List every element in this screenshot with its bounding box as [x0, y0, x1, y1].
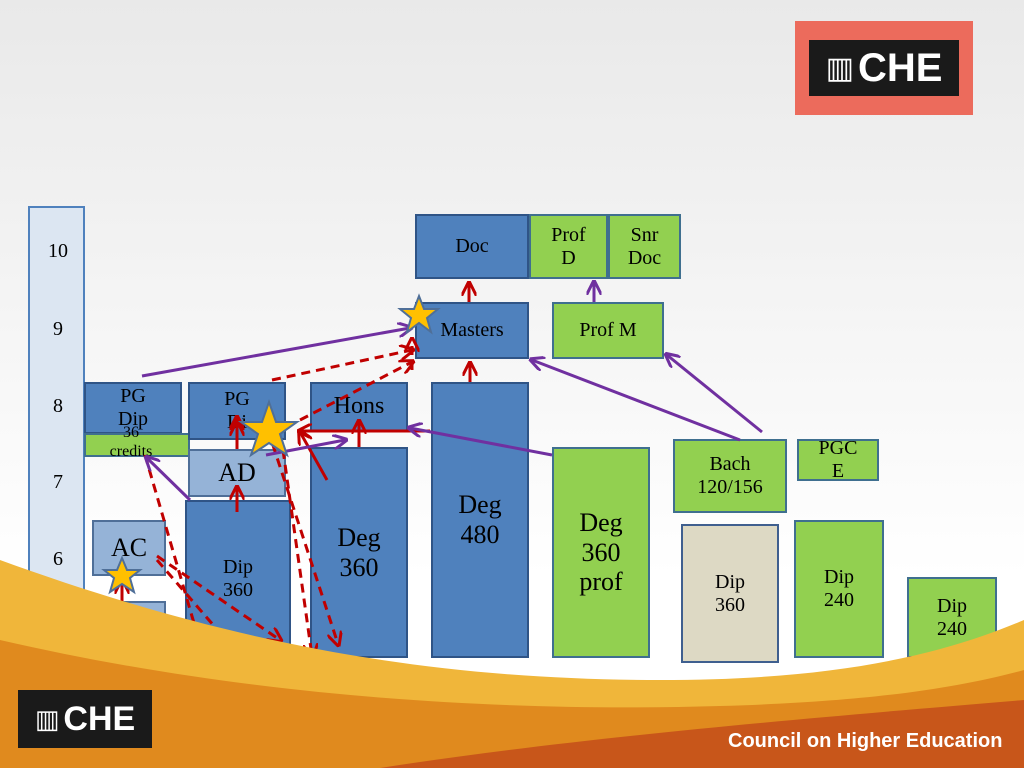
ac-box: AC	[92, 520, 166, 576]
pg-dip-1-box: PG Dip	[84, 382, 182, 434]
prof-m-box: Prof M	[552, 302, 664, 359]
level-7: 7	[53, 471, 63, 493]
star-icon	[397, 293, 441, 335]
red-dashed-arrows	[143, 340, 412, 656]
dip240-a-box: Dip 240	[794, 520, 884, 658]
level-9: 9	[53, 318, 63, 340]
header-logo-inner: ▥ CHE	[809, 40, 959, 96]
dip360-beige-box: Dip 360	[681, 524, 779, 663]
logo-emblem-icon: ▥	[825, 51, 854, 85]
logo-emblem-icon: ▥	[34, 703, 60, 734]
footer-logo-text: CHE	[63, 699, 136, 738]
deg360-prof-box: Deg 360 prof	[552, 447, 650, 658]
level-10: 10	[48, 240, 68, 262]
prof-d-box: Prof D	[529, 214, 608, 279]
deg360-box: Deg 360	[310, 447, 408, 658]
bach-box: Bach 120/156	[673, 439, 787, 513]
snr-doc-box: Snr Doc	[608, 214, 681, 279]
header-logo-text: CHE	[857, 45, 943, 90]
deg480-box: Deg 480	[431, 382, 529, 658]
hons-box: Hons	[310, 382, 408, 432]
credits-36-bar	[84, 433, 190, 457]
star-icon	[101, 555, 143, 595]
credits-36-label: 36 credits	[109, 424, 153, 461]
level-8: 8	[53, 395, 63, 417]
purple-articulation-arrows	[141, 283, 763, 502]
star-icon	[237, 398, 301, 458]
footer-title: Council on Higher Education	[728, 730, 1003, 752]
footer-logo: ▥ CHE	[18, 690, 152, 748]
header-logo: ▥ CHE	[795, 21, 973, 115]
doc-box: Doc	[415, 214, 529, 279]
level-6: 6	[53, 548, 63, 570]
pgce-box: PGC E	[797, 437, 879, 482]
